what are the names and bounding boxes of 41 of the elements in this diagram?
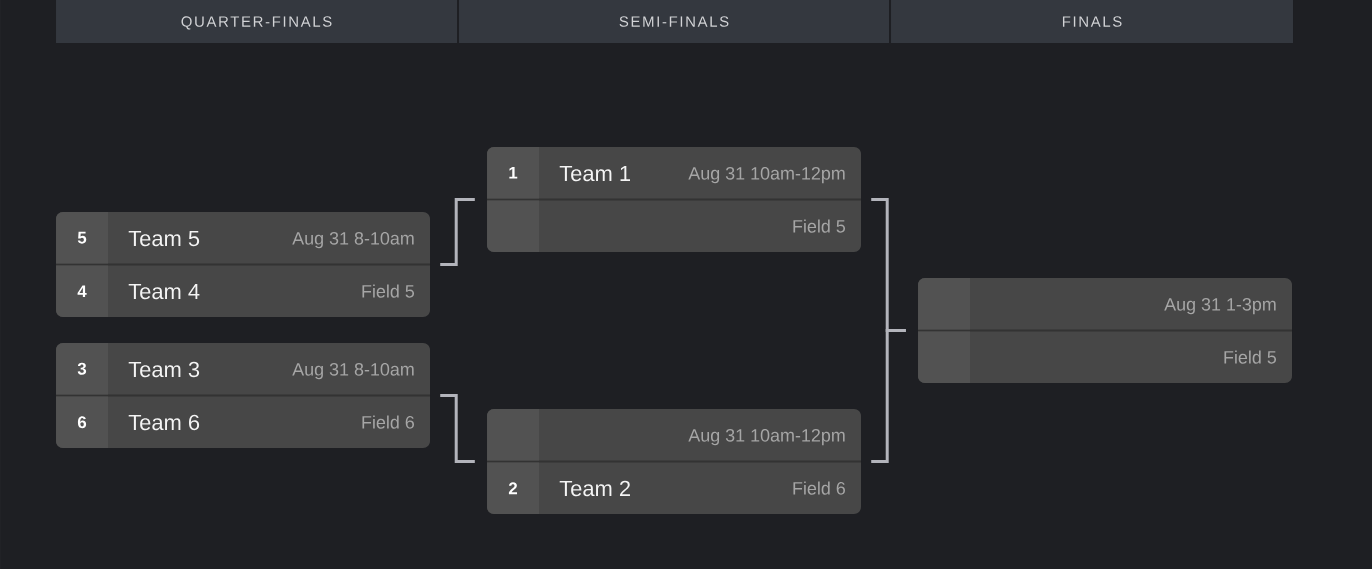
seed-cell <box>918 278 970 330</box>
seed-cell: 1 <box>487 147 539 199</box>
seed-cell: 2 <box>487 462 539 514</box>
team-name: Team 2 <box>559 480 630 497</box>
node-label: SEMI-FINALS <box>619 16 729 27</box>
field-name: Field 5 <box>362 284 415 298</box>
seed-cell <box>487 200 539 252</box>
column-header: SEMI-FINALS <box>459 0 889 43</box>
seed-cell <box>918 331 970 383</box>
match-time: Aug 31 1-3pm <box>1164 297 1276 315</box>
node-label: FINALS <box>1062 16 1122 27</box>
bracket-line <box>440 394 475 463</box>
team-name: Team 3 <box>128 361 200 378</box>
bracket-line <box>871 329 906 463</box>
seed-cell: 6 <box>56 396 108 448</box>
team-name: Team 1 <box>559 165 630 182</box>
match-time: Aug 31 10am-12pm <box>688 166 845 184</box>
match-time: Aug 31 8-10am <box>292 231 414 249</box>
field-name: Field 5 <box>1224 350 1277 364</box>
column-header: QUARTER-FINALS <box>56 0 457 43</box>
team-name: Team 4 <box>128 283 200 300</box>
match-time: Aug 31 8-10am <box>292 362 414 380</box>
seed-cell: 4 <box>56 265 108 317</box>
seed-cell <box>487 409 539 461</box>
field-name: Field 6 <box>362 415 414 429</box>
node-label: 2 <box>508 482 518 495</box>
field-name: Field 6 <box>793 481 845 495</box>
node-label: 1 <box>509 166 518 179</box>
seed-cell: 5 <box>56 212 108 264</box>
node-label: 3 <box>77 362 87 375</box>
node-label: 4 <box>77 285 87 298</box>
node-label: 5 <box>77 231 87 244</box>
node-label: 6 <box>77 416 87 429</box>
column-header: FINALS <box>891 0 1293 43</box>
team-name: Team 6 <box>128 414 200 431</box>
field-name: Field 5 <box>793 219 846 233</box>
bracket-line <box>440 198 475 266</box>
seed-cell: 3 <box>56 343 108 395</box>
match-time: Aug 31 10am-12pm <box>688 428 845 446</box>
node-label: QUARTER-FINALS <box>181 16 332 30</box>
team-name: Team 5 <box>128 230 200 247</box>
